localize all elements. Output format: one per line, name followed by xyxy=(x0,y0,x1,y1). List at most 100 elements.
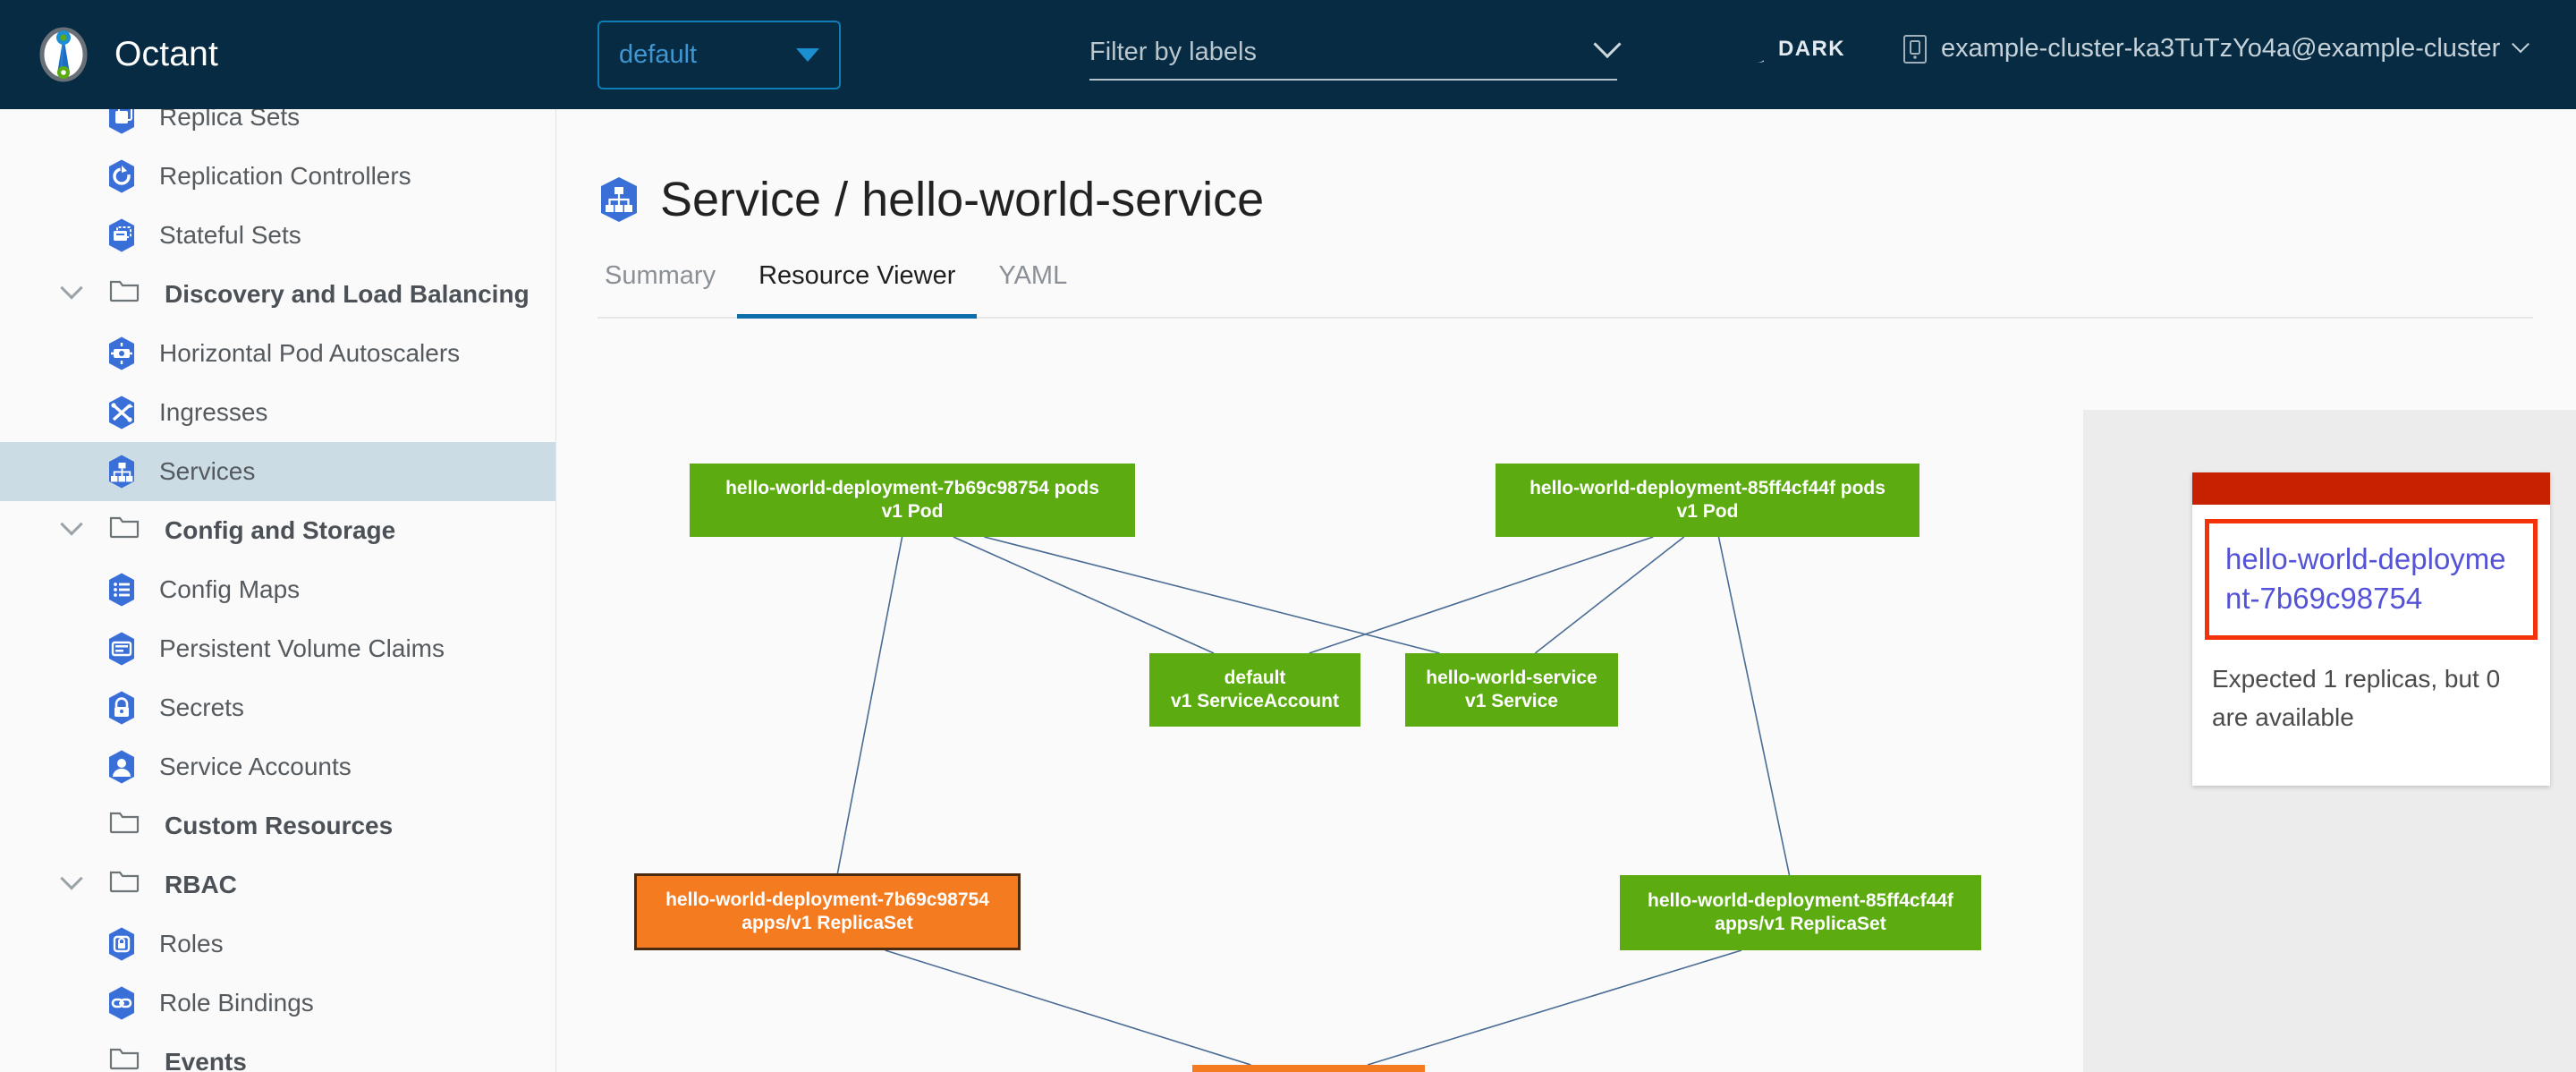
graph-node-name: hello-world-deployment-85ff4cf44f pods xyxy=(1530,477,1885,498)
sidebar-item-horizontal-pod-autoscalers[interactable]: Horizontal Pod Autoscalers xyxy=(0,324,555,383)
page-title-row: Service / hello-world-service xyxy=(597,172,2576,227)
folder-icon xyxy=(109,513,145,549)
sidebar-item-replication-controllers[interactable]: Replication Controllers xyxy=(0,147,555,206)
label-filter-placeholder: Filter by labels xyxy=(1089,37,1257,66)
tab-bar[interactable]: Summary Resource Viewer YAML xyxy=(597,261,2533,319)
sidebar-item-service-accounts[interactable]: Service Accounts xyxy=(0,737,555,796)
sidebar-item-stateful-sets[interactable]: Stateful Sets xyxy=(0,206,555,265)
sidebar-item-label: Service Accounts xyxy=(159,753,352,780)
tab-summary[interactable]: Summary xyxy=(605,261,716,290)
sidebar-item-secrets[interactable]: Secrets xyxy=(0,678,555,737)
status-card-message: Expected 1 replicas, but 0 are available xyxy=(2212,665,2501,732)
k8s-rc-icon xyxy=(104,158,140,194)
chevron-down-icon[interactable] xyxy=(1593,30,1622,59)
sidebar-item-persistent-volume-claims[interactable]: Persistent Volume Claims xyxy=(0,619,555,678)
theme-toggle[interactable]: DARK xyxy=(1737,33,1845,63)
cluster-value: example-cluster-ka3TuTzYo4a@example-clus… xyxy=(1941,34,2501,63)
sidebar-item-custom-resources[interactable]: Custom Resources xyxy=(0,796,555,855)
sidebar-item-label: Custom Resources xyxy=(165,812,394,839)
graph-node-rs-7b69[interactable]: hello-world-deployment-7b69c98754 apps/v1… xyxy=(634,873,1021,950)
sidebar-item-roles[interactable]: Roles xyxy=(0,915,555,974)
graph-edge xyxy=(1717,536,1791,876)
sidebar-item-label: Events xyxy=(165,1048,247,1072)
kubeconfig-icon xyxy=(1903,34,1927,64)
graph-node-pod-85ff[interactable]: hello-world-deployment-85ff4cf44f pods v1… xyxy=(1496,464,1919,537)
k8s-secret-icon xyxy=(104,690,140,726)
sidebar-item-config-and-storage[interactable]: Config and Storage xyxy=(0,501,555,560)
k8s-statefulset-icon xyxy=(104,217,140,253)
detail-panel: hello-world-deployment-7b69c98754 Expect… xyxy=(2083,410,2576,1072)
folder-icon xyxy=(109,808,145,844)
graph-node-kind: v1 ServiceAccount xyxy=(1171,691,1339,711)
folder-icon xyxy=(109,1044,145,1072)
chevron-down-icon xyxy=(796,48,819,62)
graph-node-name: hello-world-deployment-7b69c98754 xyxy=(665,889,989,910)
sidebar-item-config-maps[interactable]: Config Maps xyxy=(0,560,555,619)
sidebar-item-replica-sets[interactable]: Replica Sets xyxy=(0,109,555,147)
graph-edge xyxy=(836,536,903,874)
graph-node-kind: v1 Service xyxy=(1465,691,1558,711)
sidebar-item-label: Config Maps xyxy=(159,575,301,603)
sidebar-item-services[interactable]: Services xyxy=(0,442,555,501)
sidebar-item-label: Services xyxy=(159,457,256,485)
label-filter-input[interactable]: Filter by labels xyxy=(1089,25,1622,81)
k8s-service-icon xyxy=(104,454,140,489)
graph-edge xyxy=(1534,536,1685,654)
graph-node-svc[interactable]: hello-world-service v1 Service xyxy=(1405,653,1618,727)
status-card-link[interactable]: hello-world-deployment-7b69c98754 xyxy=(2225,542,2506,615)
main-content: Service / hello-world-service Summary Re… xyxy=(557,109,2576,1072)
sidebar-item-label: Secrets xyxy=(159,693,244,721)
cluster-select[interactable]: example-cluster-ka3TuTzYo4a@example-clus… xyxy=(1903,34,2530,64)
brand-name: Octant xyxy=(114,35,219,73)
sidebar-item-label: Replica Sets xyxy=(159,109,301,131)
brand[interactable]: Octant xyxy=(36,27,218,82)
folder-icon xyxy=(109,277,145,312)
k8s-replicaset-icon xyxy=(104,109,140,135)
sidebar-item-label: Roles xyxy=(159,930,224,957)
namespace-select[interactable]: default xyxy=(597,21,841,89)
chevron-down-icon[interactable] xyxy=(52,511,91,550)
tab-yaml[interactable]: YAML xyxy=(998,261,1068,290)
chevron-down-icon xyxy=(2512,34,2530,53)
k8s-pvc-icon xyxy=(104,631,140,667)
sidebar-item-label: Stateful Sets xyxy=(159,221,301,249)
sidebar-item-role-bindings[interactable]: Role Bindings xyxy=(0,974,555,1033)
k8s-ingress-icon xyxy=(104,395,140,430)
k8s-hpa-icon xyxy=(104,336,140,371)
sidebar-item-events[interactable]: Events xyxy=(0,1033,555,1072)
status-card-header-bar xyxy=(2192,472,2550,505)
sidebar-item-label: Horizontal Pod Autoscalers xyxy=(159,339,461,367)
graph-node-kind: v1 Pod xyxy=(881,501,944,522)
sidebar-item-label: RBAC xyxy=(165,871,237,898)
page-title: Service / hello-world-service xyxy=(660,173,1265,226)
graph-edge xyxy=(1367,949,1742,1066)
sidebar-item-label: Discovery and Load Balancing xyxy=(165,280,530,308)
sidebar-item-ingresses[interactable]: Ingresses xyxy=(0,383,555,442)
graph-node-kind: apps/v1 ReplicaSet xyxy=(741,913,913,933)
sidebar-item-label: Persistent Volume Claims xyxy=(159,634,445,662)
graph-node-name: hello-world-service xyxy=(1426,667,1597,688)
status-card-link-box[interactable]: hello-world-deployment-7b69c98754 xyxy=(2205,519,2538,641)
chevron-down-icon[interactable] xyxy=(52,275,91,314)
tab-resource-viewer[interactable]: Resource Viewer xyxy=(737,261,978,319)
k8s-rolebinding-icon xyxy=(104,985,140,1021)
octant-logo-icon xyxy=(36,27,91,82)
sidebar-item-rbac[interactable]: RBAC xyxy=(0,855,555,915)
status-card: hello-world-deployment-7b69c98754 Expect… xyxy=(2192,472,2550,786)
sidebar-item-label: Replication Controllers xyxy=(159,162,411,190)
graph-edge xyxy=(1309,536,1654,654)
chevron-down-icon[interactable] xyxy=(52,865,91,905)
graph-edge xyxy=(953,536,1215,654)
sidebar-item-discovery-and-load-balancing[interactable]: Discovery and Load Balancing xyxy=(0,265,555,324)
graph-node-deploy[interactable]: hello-world-deploymentapps/v1 Deployment xyxy=(1192,1065,1425,1072)
graph-node-kind: apps/v1 ReplicaSet xyxy=(1715,914,1886,934)
app-header: Octant default Filter by labels DARK exa… xyxy=(0,0,2576,109)
graph-node-kind: v1 Pod xyxy=(1676,501,1739,522)
k8s-service-icon xyxy=(597,176,640,223)
